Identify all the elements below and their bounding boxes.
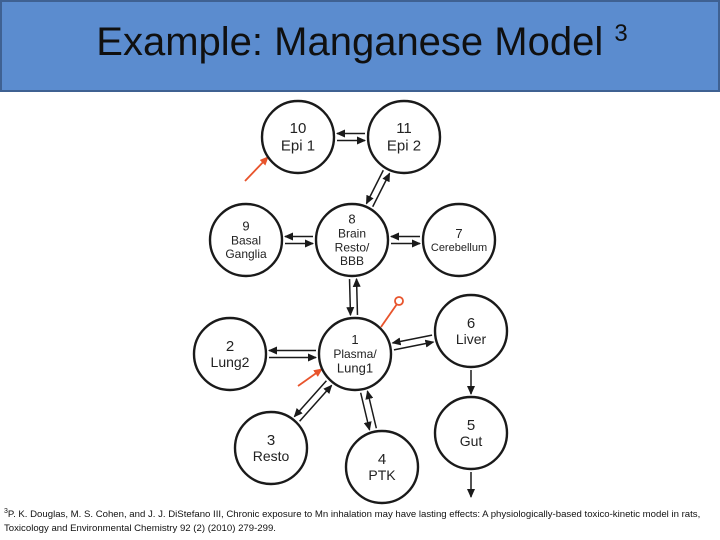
compartment-label: Plasma/	[333, 347, 377, 361]
compartment-circle	[344, 429, 420, 505]
compartment-label: PTK	[368, 467, 396, 483]
title-bar: Example: Manganese Model 3	[0, 0, 720, 92]
compartment-label: Ganglia	[225, 247, 267, 261]
compartment-number: 3	[267, 432, 275, 449]
compartment-circle	[260, 99, 336, 175]
edge-1-4	[359, 390, 378, 431]
compartment-circle	[366, 99, 442, 175]
flow-arrow-1-to-3	[293, 380, 327, 418]
compartment-label: Epi 2	[387, 137, 421, 154]
compartment-label: Resto	[253, 448, 290, 464]
compartment-circle	[208, 202, 284, 278]
compartment-number: 4	[378, 451, 386, 468]
flow-arrow-1-to-6	[393, 339, 435, 351]
compartment-label: Gut	[460, 433, 483, 449]
compartment-label: Epi 1	[281, 137, 315, 154]
compartment-label: Lung1	[337, 361, 373, 376]
compartment-label: Basal	[231, 233, 261, 247]
compartment-number: 6	[467, 315, 475, 332]
compartment-number: 7	[455, 226, 462, 241]
compartment-label: BBB	[340, 254, 364, 268]
edges-layer	[244, 129, 475, 498]
input-arrow-plasma	[297, 368, 323, 387]
compartment-label: Cerebellum	[431, 242, 487, 254]
compartment-circle	[233, 410, 309, 486]
compartment-circle	[433, 293, 509, 369]
edge-1-6	[391, 334, 435, 351]
compartment-number: 2	[226, 338, 234, 355]
flow-arrow-8-to-1	[346, 279, 355, 317]
edge-1-3	[293, 380, 333, 422]
compartment-label: Lung2	[211, 354, 250, 370]
sampling-probe	[380, 296, 404, 328]
footnote: 3P. K. Douglas, M. S. Cohen, and J. J. D…	[4, 505, 716, 536]
flow-arrow-11-to-8	[365, 169, 384, 205]
compartment-number: 9	[242, 218, 249, 233]
inhalation-input-arrow-epi1	[244, 156, 269, 182]
flow-arrow-1-to-8	[352, 277, 361, 315]
compartment-number: 11	[396, 120, 412, 137]
edge-10-11	[336, 129, 366, 145]
compartment-circle	[433, 395, 509, 471]
compartment-number: 10	[290, 120, 307, 137]
flow-arrow-4-to-1	[365, 390, 378, 429]
compartment-label: Resto/	[335, 240, 370, 254]
compartment-label: Liver	[456, 331, 487, 347]
compartment-circle	[421, 202, 497, 278]
flow-arrow-1-to-4	[359, 392, 372, 431]
flow-arrow-8-to-11	[372, 172, 391, 208]
compartment-number: 8	[348, 211, 355, 226]
edge-2-1	[268, 346, 317, 362]
footnote-marker: 3	[4, 508, 8, 515]
compartment-circle	[314, 202, 390, 278]
edge-8-1	[346, 277, 361, 317]
compartment-circle	[192, 316, 268, 392]
edge-9-8	[284, 232, 314, 248]
flow-arrow-3-to-1	[299, 384, 333, 422]
edge-7-8	[390, 232, 421, 248]
edge-11-8	[365, 169, 391, 208]
compartment-circle	[317, 316, 393, 392]
slide-title: Example: Manganese Model 3	[2, 20, 720, 65]
flow-arrow-6-to-1	[391, 334, 433, 346]
title-footnote-mark: 3	[614, 20, 628, 47]
title-main: Example: Manganese Model	[96, 20, 604, 64]
compartment-number: 1	[351, 332, 358, 347]
footnote-text: P. K. Douglas, M. S. Cohen, and J. J. Di…	[4, 509, 701, 535]
compartment-number: 5	[467, 417, 475, 434]
compartment-label: Brain	[338, 227, 366, 241]
